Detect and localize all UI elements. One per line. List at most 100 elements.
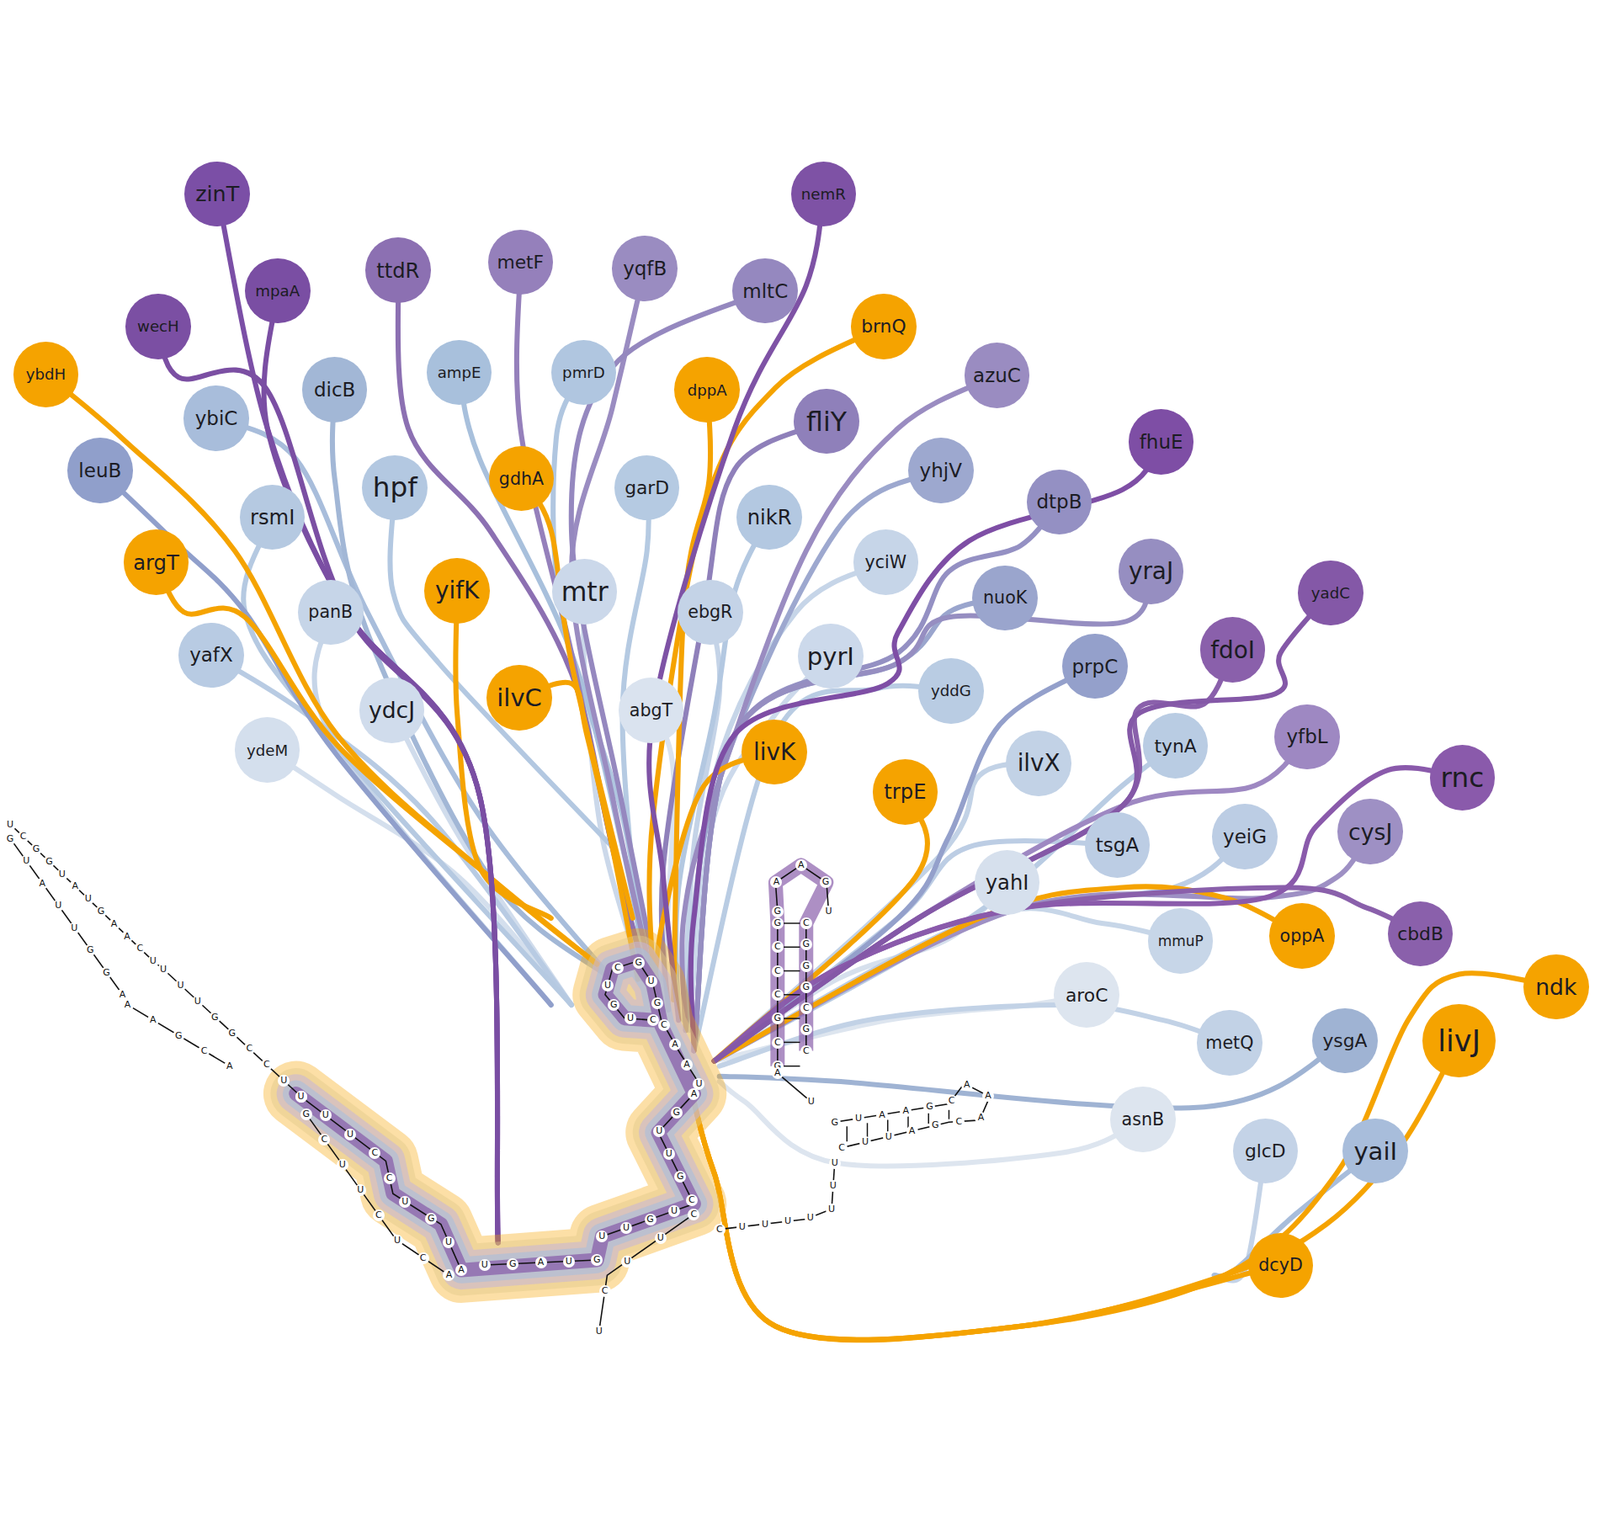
gene-name: fliY: [806, 406, 847, 437]
gene-name: dtpB: [1036, 490, 1082, 513]
gene-circle: leuB: [67, 437, 133, 504]
nucleotide-letter: U: [344, 1128, 357, 1141]
nucleotide-letter: A: [121, 930, 133, 943]
glow-band: [296, 961, 695, 1271]
nucleotide-letter: G: [425, 1212, 437, 1225]
gene-name: yadC: [1311, 584, 1351, 602]
nucleotide-letter: G: [226, 1027, 239, 1040]
nucleotide-letter: U: [825, 1203, 838, 1216]
nucleotide-letter: G: [208, 1011, 221, 1024]
base-pair: [783, 946, 800, 948]
gene-name: dppA: [687, 381, 728, 399]
nucleotide-letter: U: [82, 893, 95, 905]
gene-circle: fliY: [793, 388, 860, 455]
branch-line: [693, 1040, 1459, 1340]
gene-circle: yddG: [918, 658, 984, 724]
gene-name: yeiG: [1222, 825, 1267, 848]
gene-name: panB: [308, 601, 353, 622]
gene-circle: ybiC: [183, 385, 250, 452]
glow-band: [296, 961, 695, 1271]
nucleotide-letter: G: [84, 944, 96, 957]
branch-line: [714, 792, 928, 1062]
nucleotide-letter: A: [223, 1060, 236, 1073]
nucleotide-letter: U: [781, 1215, 794, 1228]
gene-circle: dtpB: [1026, 469, 1093, 536]
highlight-glow: [296, 865, 827, 1271]
gene-name: fdoI: [1210, 636, 1255, 665]
gene-circle: aroC: [1053, 962, 1120, 1028]
gene-name: pmrD: [562, 363, 606, 382]
nucleotide-letter: A: [795, 859, 808, 872]
gene-circle: rsmI: [239, 484, 306, 551]
gene-name: zinT: [195, 180, 240, 207]
branch-line: [661, 421, 827, 1010]
base-pair: [866, 1122, 868, 1138]
gene-circle: ebgR: [677, 579, 744, 646]
nucleotide-letter: U: [593, 1325, 606, 1338]
base-pair: [783, 1065, 800, 1067]
nucleotide-letter: G: [632, 956, 645, 969]
gene-name: ybdH: [26, 365, 67, 383]
nucleotide-letter: G: [100, 967, 112, 979]
gene-name: cysJ: [1348, 818, 1393, 846]
gene-circle: prpC: [1062, 633, 1128, 700]
nucleotide-letter: A: [108, 918, 121, 931]
branch-line: [211, 654, 572, 1005]
glow-band: [296, 961, 695, 1271]
nucleotide-letter: C: [368, 1147, 381, 1159]
nucleotide-letter: U: [654, 1232, 667, 1244]
nucleotide-letter: U: [4, 818, 16, 831]
gene-name: yciW: [865, 552, 908, 573]
nucleotide-letter: A: [680, 1058, 693, 1071]
nucleotide-letter: U: [804, 1211, 817, 1224]
gene-circle: rnc: [1429, 744, 1496, 811]
gene-circle: pmrD: [551, 340, 617, 406]
nucleotide-letter: G: [670, 1106, 683, 1119]
gene-name: asnB: [1121, 1109, 1165, 1130]
gene-circle: dppA: [674, 356, 740, 423]
nucleotide-letter: C: [800, 1002, 813, 1015]
nucleotide-letter: U: [852, 1112, 865, 1125]
nucleotide-letter: U: [621, 1255, 633, 1268]
glow-band: [296, 961, 695, 1271]
backbone-line: [599, 1213, 695, 1331]
branch-line: [693, 1101, 1281, 1340]
nucleotide-letter: G: [929, 1119, 941, 1132]
base-pair: [948, 1110, 950, 1120]
branch-line: [455, 590, 552, 919]
gene-name: prpC: [1071, 655, 1118, 678]
gene-name: yddG: [930, 681, 972, 700]
nucleotide-letter: A: [974, 1111, 987, 1124]
nucleotide-letter: U: [692, 1078, 705, 1090]
branch-line: [217, 193, 498, 1243]
gene-name: nemR: [801, 185, 846, 203]
branch-line: [516, 262, 654, 1005]
gene-name: yfbL: [1286, 725, 1328, 748]
backbone-line: [163, 969, 302, 1098]
gene-circle: ybdH: [13, 341, 80, 408]
gene-name: yhjV: [919, 459, 963, 482]
gene-name: yafX: [189, 643, 234, 666]
nucleotide-letter: A: [982, 1089, 995, 1102]
backbone-line: [10, 838, 123, 995]
nucleotide-letter: A: [906, 1125, 919, 1138]
branch-line: [398, 270, 654, 1005]
gene-circle: mltC: [732, 258, 798, 325]
gene-name: yraJ: [1128, 557, 1174, 585]
gene-circle: pyrI: [797, 623, 864, 690]
gene-name: livJ: [1437, 1023, 1481, 1058]
gene-name: cbdB: [1397, 923, 1444, 945]
nucleotide-letter: G: [30, 843, 43, 856]
gene-circle: ydeM: [234, 717, 301, 783]
backbone-line: [719, 1163, 835, 1230]
gene-circle: mpaA: [244, 258, 311, 325]
nucleotide-letter: U: [822, 905, 835, 918]
gene-name: ndk: [1535, 973, 1577, 1000]
gene-circle: yaiI: [1342, 1118, 1409, 1185]
gene-circle: tsgA: [1084, 812, 1151, 878]
gene-name: ilvX: [1017, 749, 1061, 777]
gene-circle: trpE: [872, 759, 939, 825]
nucleotide-letter: C: [417, 1252, 430, 1265]
branch-line: [648, 326, 883, 980]
gene-name: pyrI: [807, 642, 855, 671]
